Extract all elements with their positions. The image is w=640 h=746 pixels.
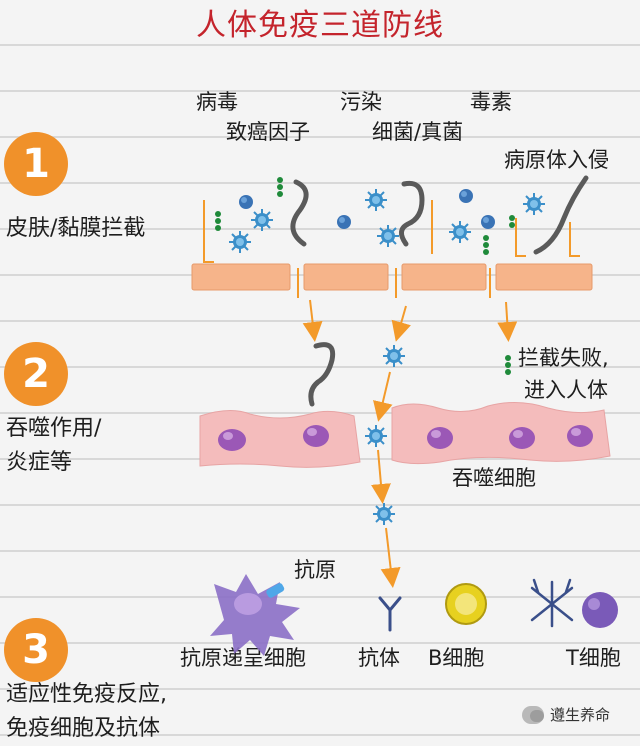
- chat-icon: [522, 705, 544, 724]
- label-antigen: 抗原: [294, 558, 336, 582]
- skin-layer: [191, 263, 593, 291]
- watermark: 遵生养命: [522, 704, 610, 725]
- b-cell-shape: [445, 583, 487, 625]
- label-block-failure-line2: 进入人体: [524, 378, 608, 402]
- label-block-failure-line1: 拦截失败,: [518, 346, 609, 370]
- antigen-presenting-cell: [210, 574, 300, 656]
- step-2-label-line2: 炎症等: [6, 450, 73, 475]
- label-b-cell: B细胞: [428, 646, 485, 670]
- label-t-cell: T细胞: [566, 646, 621, 670]
- step-3-label-line2: 免疫细胞及抗体: [6, 716, 161, 741]
- label-antibody: 抗体: [358, 646, 400, 670]
- label-virus: 病毒: [196, 90, 238, 114]
- tissue-layer: [199, 402, 611, 468]
- label-bacteria-fungi: 细菌/真菌: [372, 120, 464, 144]
- label-pollution: 污染: [340, 90, 382, 114]
- page-title: 人体免疫三道防线: [196, 8, 444, 43]
- step-2-label-line1: 吞噬作用/: [6, 416, 102, 441]
- step-1-label: 皮肤/黏膜拦截: [6, 216, 146, 241]
- label-apc: 抗原递呈细胞: [180, 646, 306, 670]
- step-1-marker: 1: [4, 132, 68, 196]
- antibody-shape: [378, 596, 402, 632]
- watermark-text: 遵生养命: [550, 706, 611, 724]
- label-phagocyte: 吞噬细胞: [452, 466, 536, 490]
- t-cell-shape: [530, 578, 574, 628]
- label-invasion: 病原体入侵: [504, 148, 609, 172]
- step-3-label-line1: 适应性免疫反应,: [6, 682, 167, 707]
- pathogens-above-skin: [215, 175, 589, 255]
- label-carcinogen: 致癌因子: [226, 120, 310, 144]
- step-3-marker: 3: [4, 618, 68, 682]
- label-toxin: 毒素: [470, 90, 512, 114]
- step-2-marker: 2: [4, 342, 68, 406]
